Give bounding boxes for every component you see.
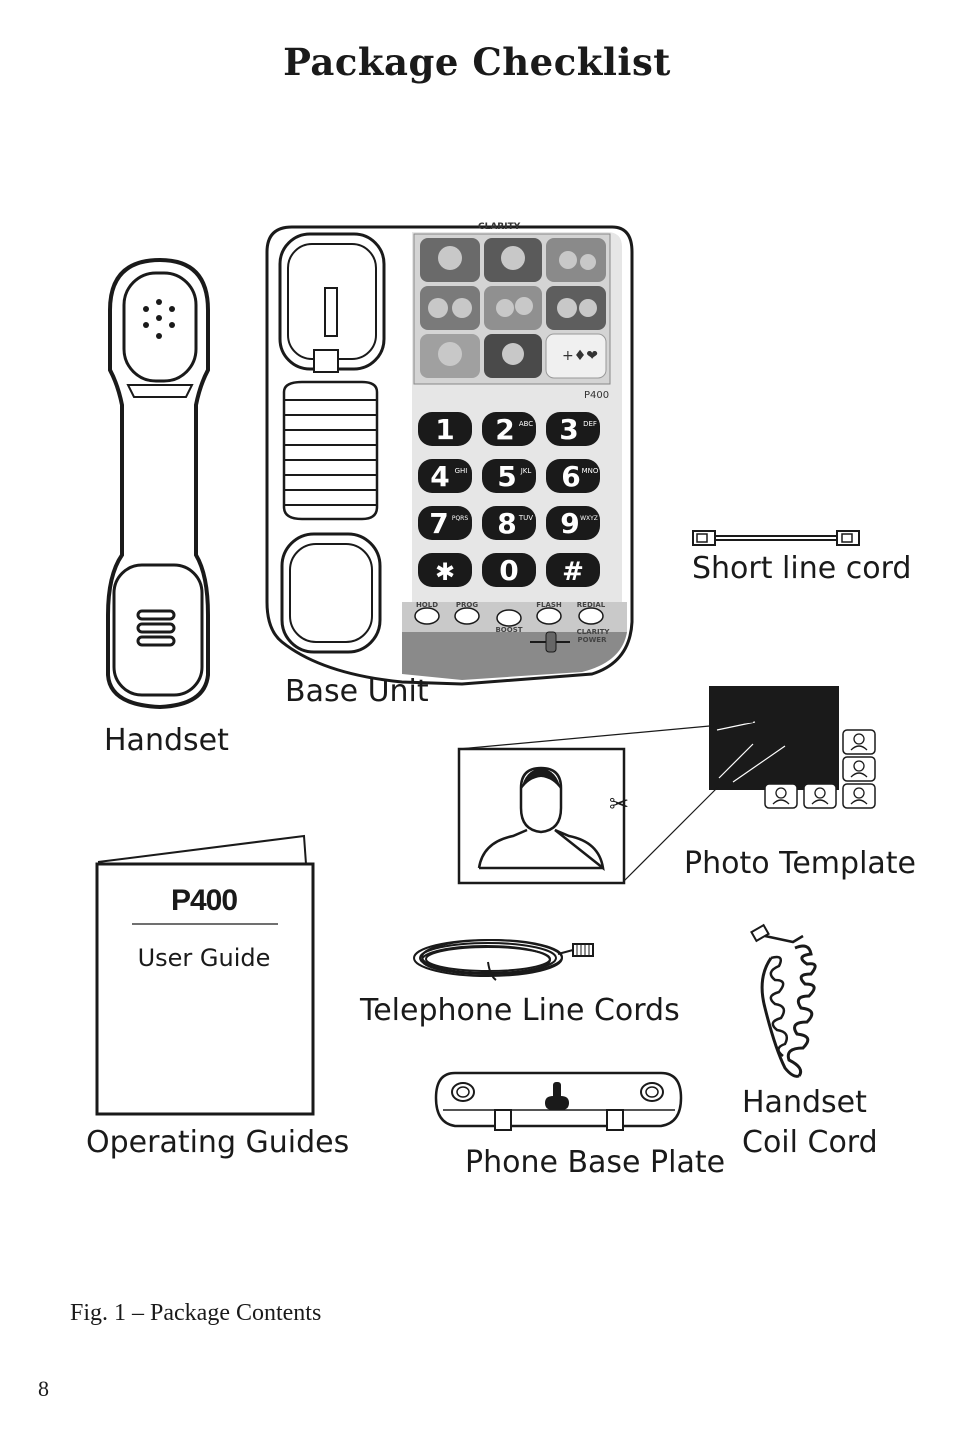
- svg-text:+♦❤: +♦❤: [562, 348, 598, 364]
- redial-button[interactable]: [578, 607, 604, 625]
- photo-template-label: Photo Template: [684, 846, 917, 881]
- svg-text:JKL: JKL: [520, 467, 532, 475]
- page-title: Package Checklist: [283, 40, 671, 84]
- operating-guides-label: Operating Guides: [86, 1125, 350, 1160]
- svg-text:9: 9: [560, 507, 579, 540]
- redial-label: REDIAL: [577, 601, 606, 609]
- brand-logo: CLARITY: [478, 222, 521, 232]
- svg-text:0: 0: [499, 554, 518, 587]
- phone-base-plate-label: Phone Base Plate: [465, 1145, 726, 1180]
- photo-template-illustration: ✂: [457, 686, 876, 885]
- hold-label: HOLD: [416, 601, 438, 609]
- telephone-line-cords-illustration: [413, 939, 594, 981]
- svg-text:1: 1: [435, 413, 454, 446]
- svg-text:#: #: [562, 557, 584, 587]
- guide-model: P400: [170, 884, 238, 917]
- key-8[interactable]: 8 TUV: [482, 506, 536, 540]
- handset-label: Handset: [104, 723, 229, 758]
- svg-text:GHI: GHI: [455, 467, 468, 475]
- key-2[interactable]: 2 ABC: [482, 412, 536, 446]
- telephone-line-cords-label: Telephone Line Cords: [360, 993, 680, 1028]
- handset-illustration: [106, 257, 210, 710]
- handset-coil-cord-label-2: Coil Cord: [742, 1125, 878, 1160]
- svg-text:MNO: MNO: [582, 467, 599, 475]
- svg-text:8: 8: [497, 507, 516, 540]
- page-number: 8: [38, 1376, 49, 1401]
- prog-label: PROG: [456, 601, 478, 609]
- key-5[interactable]: 5 JKL: [482, 459, 536, 493]
- svg-text:TUV: TUV: [518, 514, 533, 522]
- svg-text:✱: ✱: [435, 558, 455, 586]
- scissors-icon: ✂: [609, 790, 629, 818]
- clarity-power-label-1: CLARITY: [577, 628, 611, 636]
- base-unit-illustration: CLARITY +♦❤ P400 1 2 ABC 3 DEF: [265, 222, 634, 686]
- flash-label: FLASH: [536, 601, 562, 609]
- figure-caption: Fig. 1 – Package Contents: [70, 1300, 322, 1326]
- key-4[interactable]: 4 GHI: [418, 459, 472, 493]
- phone-base-plate-illustration: [434, 1071, 683, 1131]
- svg-text:3: 3: [559, 413, 578, 446]
- svg-text:7: 7: [429, 507, 448, 540]
- guide-subtitle: User Guide: [137, 944, 271, 972]
- svg-text:2: 2: [495, 413, 514, 446]
- svg-text:ABC: ABC: [519, 420, 533, 428]
- hold-button[interactable]: [414, 607, 440, 625]
- svg-text:WXYZ: WXYZ: [580, 515, 598, 522]
- key-9[interactable]: 9 WXYZ: [546, 506, 600, 540]
- boost-label: BOOST: [495, 626, 522, 634]
- key-7[interactable]: 7 PQRS: [418, 506, 472, 540]
- base-unit-label: Base Unit: [285, 674, 429, 709]
- handset-coil-cord-label-1: Handset: [742, 1085, 867, 1120]
- model-label: P400: [584, 390, 609, 401]
- photo-grid: +♦❤: [420, 238, 607, 379]
- key-star[interactable]: ✱: [418, 553, 472, 587]
- keypad: 1 2 ABC 3 DEF 4 GHI 5 JKL 6 MNO: [418, 412, 600, 587]
- key-6[interactable]: 6 MNO: [546, 459, 600, 493]
- operating-guide-illustration: [95, 834, 315, 1116]
- volume-slider[interactable]: [545, 631, 557, 653]
- prog-button[interactable]: [454, 607, 480, 625]
- svg-text:PQRS: PQRS: [452, 515, 469, 522]
- key-3[interactable]: 3 DEF: [546, 412, 600, 446]
- boost-button[interactable]: [496, 609, 522, 627]
- key-hash[interactable]: #: [546, 553, 600, 587]
- short-line-cord-illustration: [692, 530, 860, 546]
- svg-text:5: 5: [497, 460, 516, 493]
- clarity-power-label-2: POWER: [578, 636, 608, 644]
- key-1[interactable]: 1: [418, 412, 472, 446]
- handset-coil-cord-illustration: [750, 923, 817, 1078]
- short-line-cord-label: Short line cord: [692, 551, 912, 586]
- key-0[interactable]: 0: [482, 553, 536, 587]
- svg-text:DEF: DEF: [583, 420, 597, 428]
- flash-button[interactable]: [536, 607, 562, 625]
- svg-text:6: 6: [561, 460, 580, 493]
- svg-text:4: 4: [430, 460, 449, 493]
